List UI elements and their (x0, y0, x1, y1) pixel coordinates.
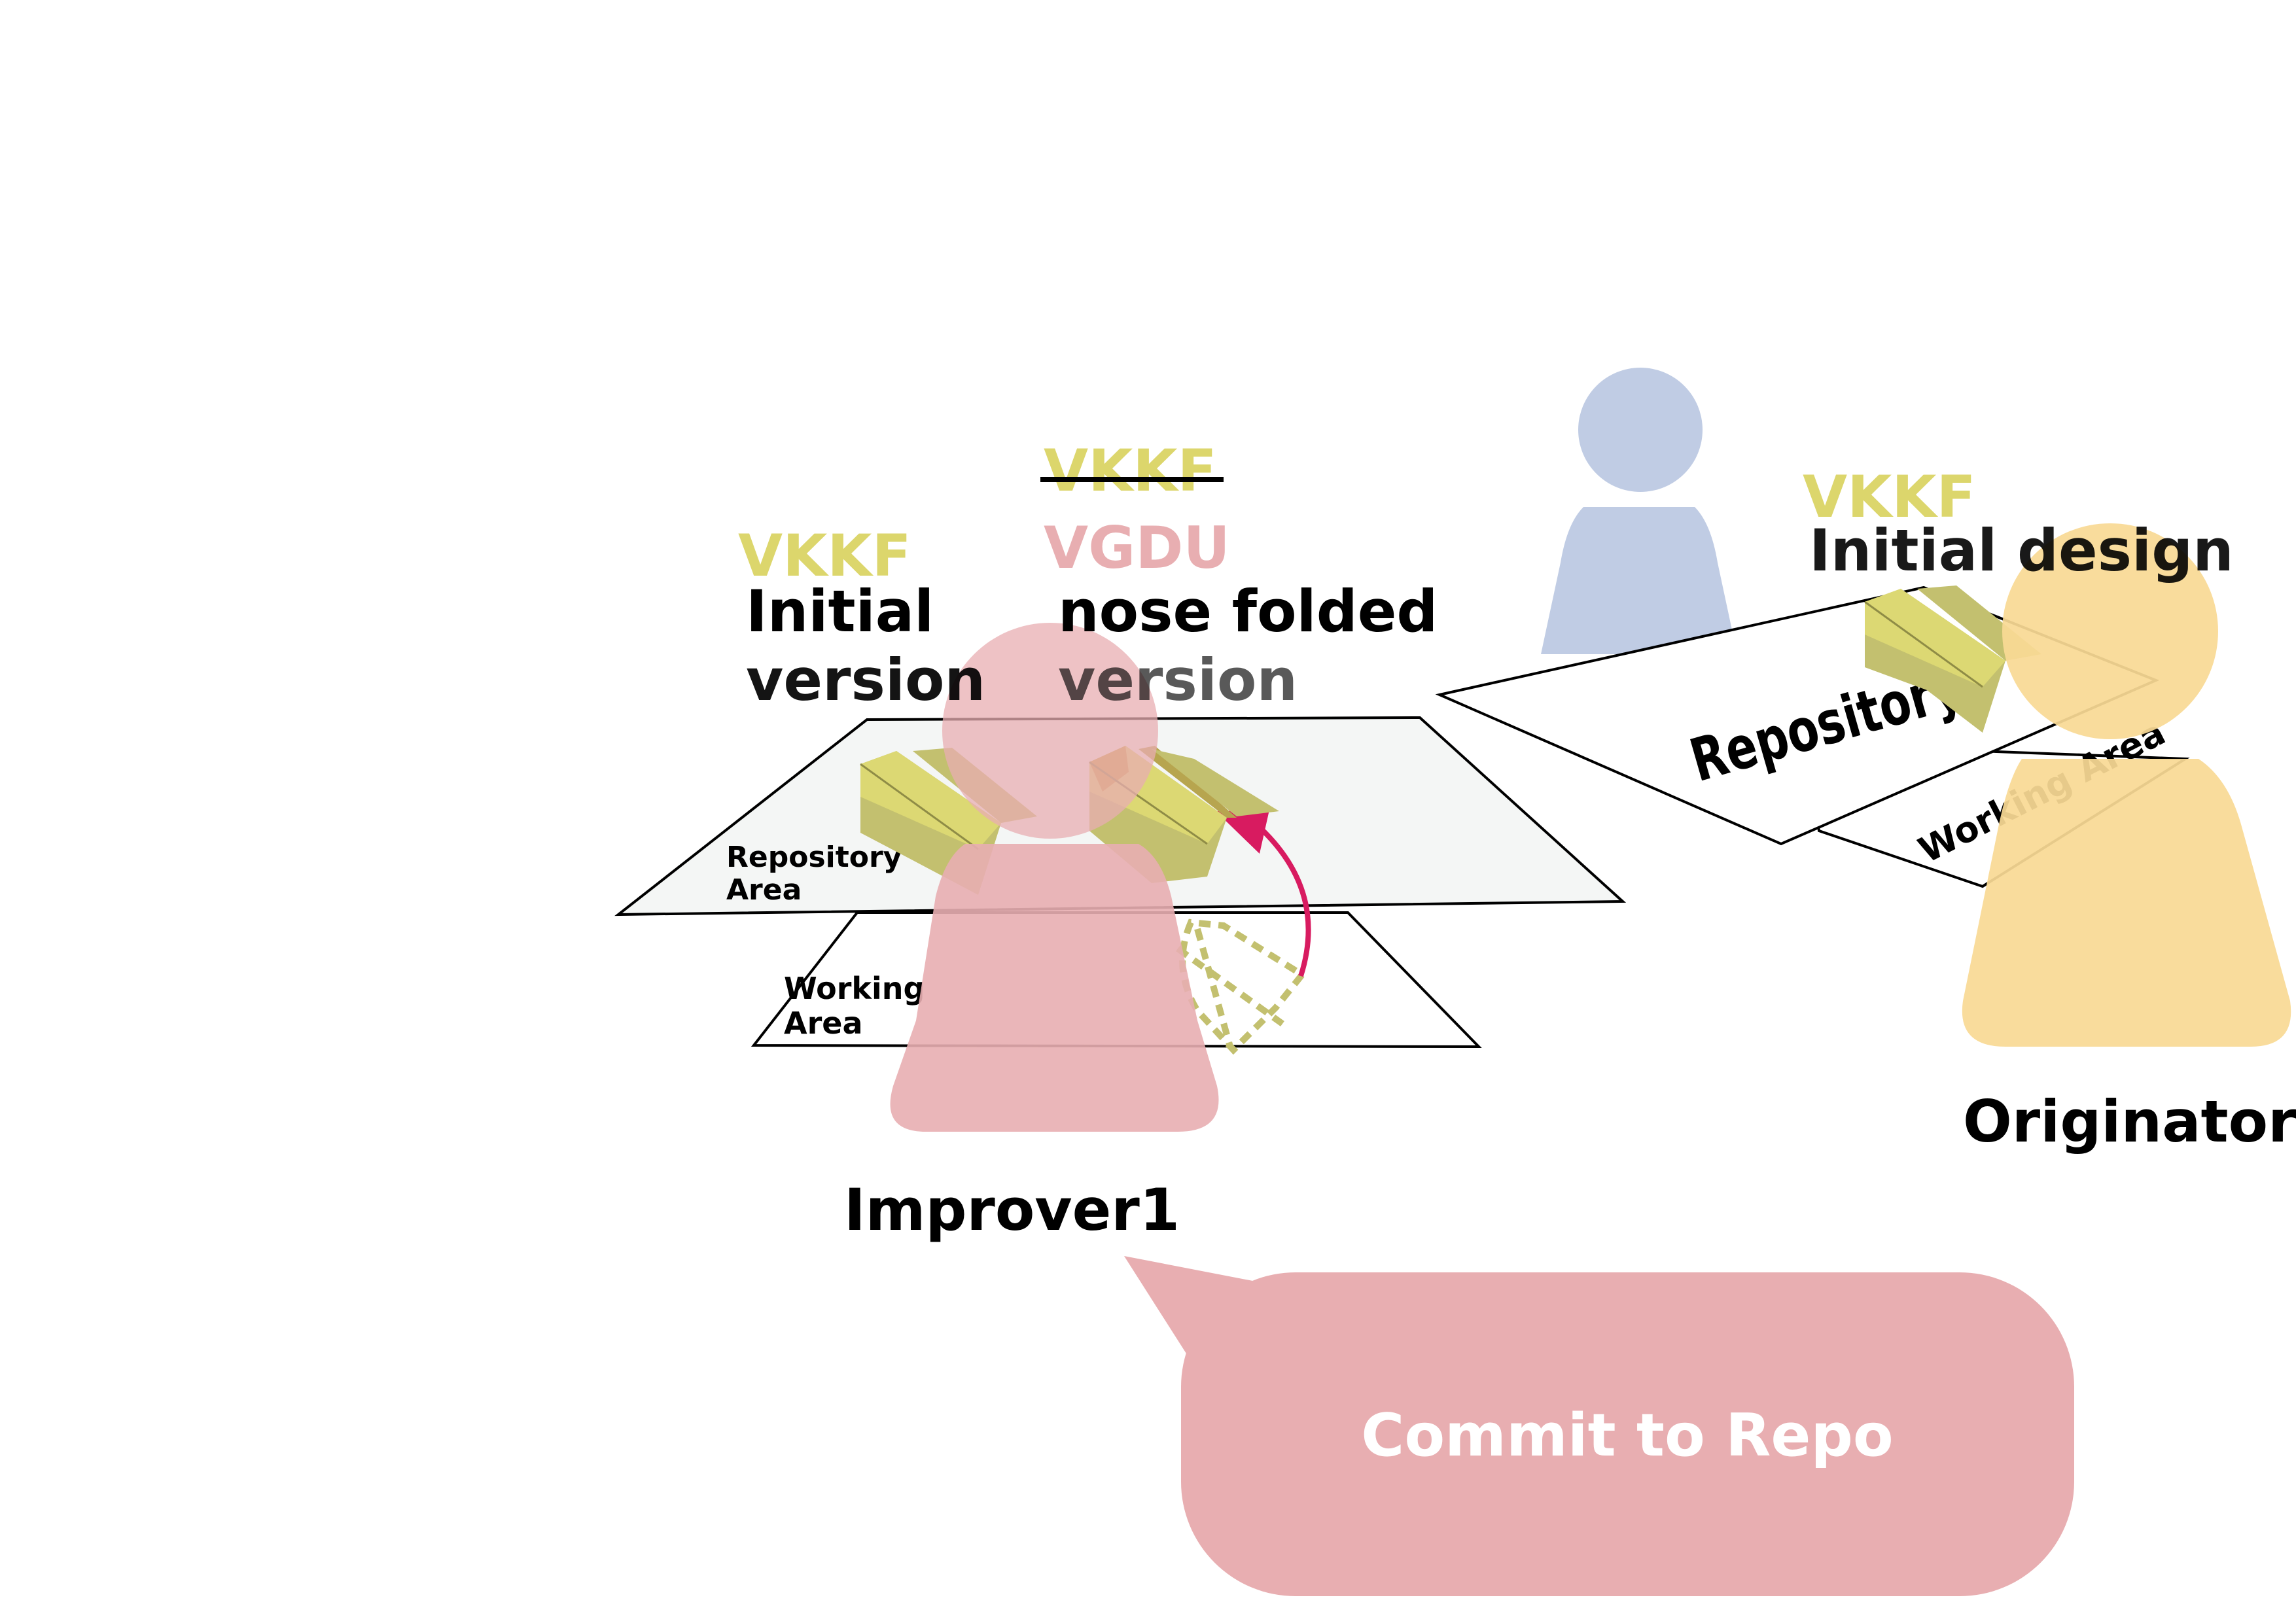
improver-working-label-line2: Area (784, 1005, 863, 1041)
originator-person-icon (1962, 523, 2291, 1047)
curved-arrow-icon (1216, 810, 1311, 977)
improver-initial-line2: version (746, 646, 985, 714)
originator-code-label: VKKF (1803, 463, 1976, 531)
speech-bubble: Commit to Repo (1124, 1256, 2074, 1596)
originator-design-label: Initial design (1809, 517, 2234, 584)
improver-modified-line1: nose folded (1058, 578, 1438, 645)
improver-initial-line1: Initial (746, 578, 934, 645)
improver-initial-code: VKKF (738, 522, 911, 589)
improver-name-label: Improver1 (844, 1176, 1180, 1244)
improver-old-code: VKKF (1044, 437, 1217, 504)
improver-new-code: VGDU (1044, 514, 1230, 582)
improver-repository-label-line2: Area (726, 873, 802, 907)
speech-bubble-text: Commit to Repo (1361, 1401, 1893, 1470)
improver-repository-label-line1: Repository (726, 841, 902, 874)
improver-person-icon (890, 623, 1219, 1132)
improver-modified-line2: version (1058, 646, 1298, 714)
originator-name-label: Originator (1963, 1088, 2296, 1155)
improver-working-label-line1: Working (784, 971, 925, 1006)
bystander-person-icon (1541, 368, 1737, 654)
